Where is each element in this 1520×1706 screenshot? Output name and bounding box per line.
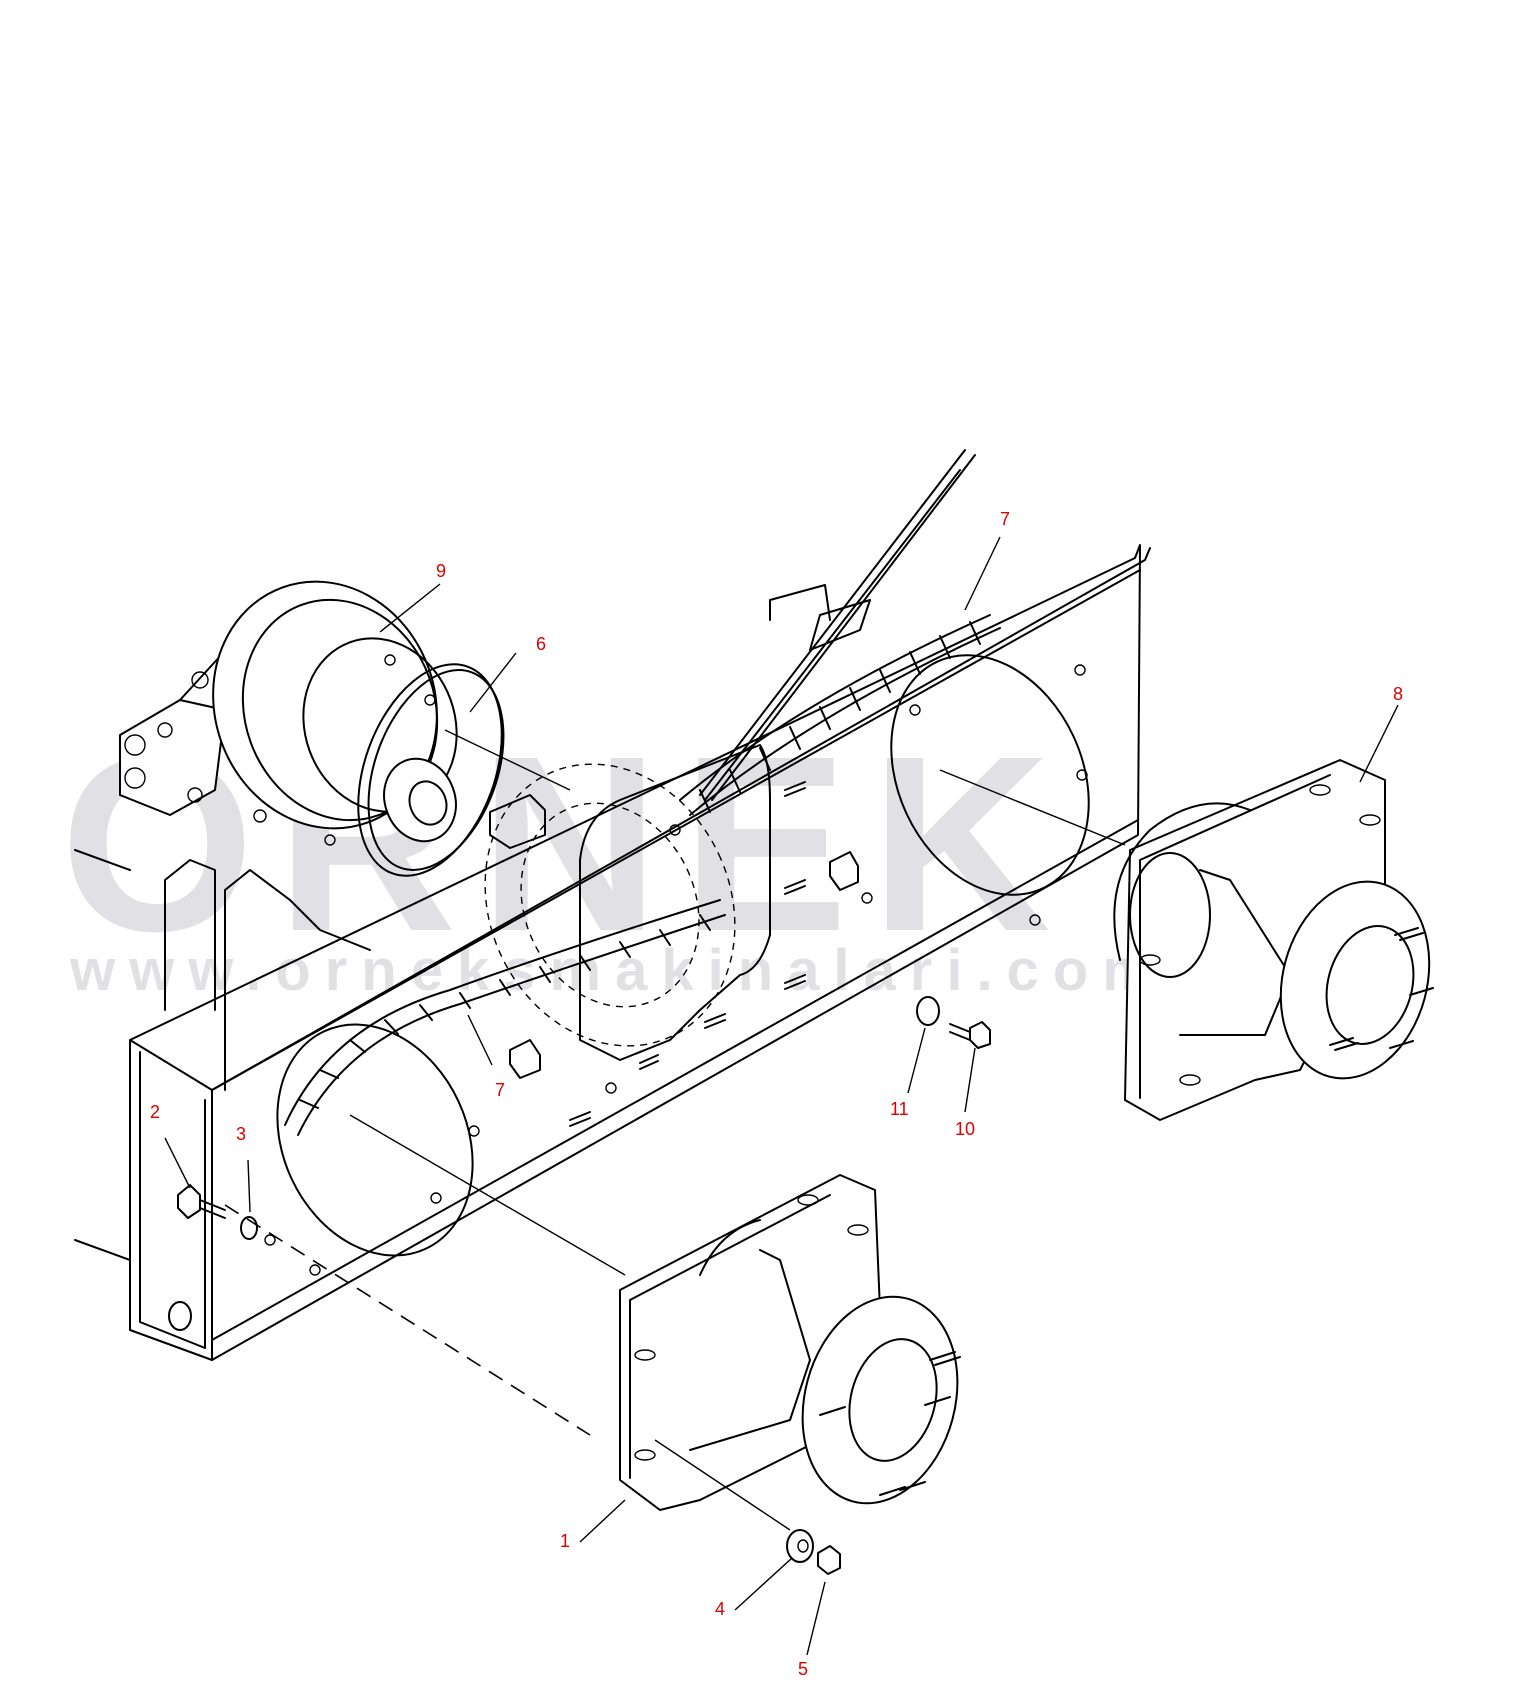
callout-2: 2 [150,1102,160,1122]
callout-7-lower: 7 [495,1080,505,1100]
axle-frame [74,544,1151,1361]
bolt-10 [949,1021,991,1049]
callout-1: 1 [560,1531,570,1551]
nut-5 [817,1545,841,1575]
callout-3: 3 [236,1124,246,1144]
hydraulic-motor [119,580,458,846]
drive-chain-upper [679,449,1001,816]
drive-chain-lower [284,899,726,1136]
callout-4: 4 [715,1599,725,1619]
o-ring [357,663,571,877]
callout-5: 5 [798,1659,808,1679]
washer-11 [916,996,940,1026]
callout-8: 8 [1393,684,1403,704]
callout-10: 10 [955,1119,975,1139]
axle-hub-right [939,759,1434,1121]
callouts: 1 2 3 4 5 6 7 7 8 9 10 11 [150,509,1403,1679]
leader-lines [164,536,1399,1656]
axle-hub-left [224,1114,961,1531]
washer-3 [240,1216,258,1240]
bolt-2 [177,1184,226,1219]
washer-4 [786,1529,814,1563]
callout-6: 6 [536,634,546,654]
callout-11: 11 [890,1099,909,1119]
callout-7-upper: 7 [1000,509,1010,529]
callout-9: 9 [436,561,446,581]
watermark-url: www.orneksmakinalari.com.tr [69,938,1268,1003]
